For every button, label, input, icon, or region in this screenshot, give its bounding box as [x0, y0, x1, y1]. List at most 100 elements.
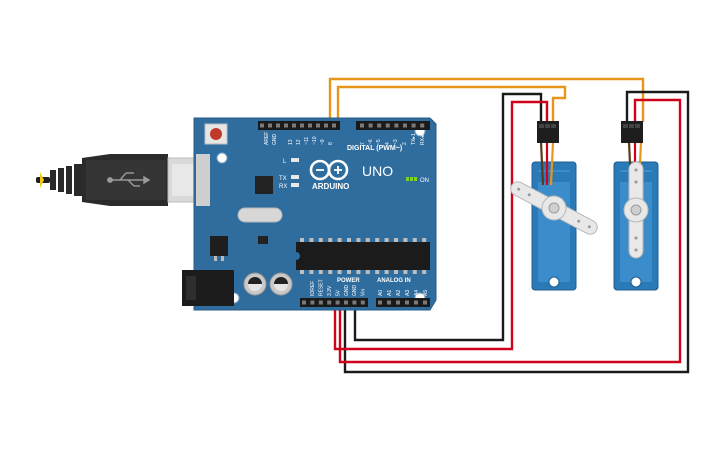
header-pin[interactable]: [310, 300, 315, 305]
header-pin[interactable]: [368, 123, 373, 128]
header-pin[interactable]: [411, 123, 416, 128]
voltage-regulator: [210, 236, 228, 256]
crystal-oscillator: [237, 207, 283, 223]
header-pin[interactable]: [420, 123, 425, 128]
ground-wire-servo-1[interactable]: [353, 92, 543, 342]
header-pin[interactable]: [268, 123, 272, 128]
pin-label: RESET: [319, 279, 325, 296]
header-pin[interactable]: [403, 123, 407, 128]
power-label: POWER: [337, 278, 360, 284]
header-pin[interactable]: [394, 123, 399, 128]
pin-label: IOREF: [310, 281, 316, 296]
header-pin[interactable]: [423, 300, 427, 305]
pin-label: Vin: [361, 289, 367, 296]
analog-label: ANALOG IN: [377, 278, 411, 284]
pin-label: TX▸1: [411, 133, 417, 145]
led-label-rx: RX: [279, 184, 287, 190]
capacitor: [243, 272, 267, 296]
header-pin[interactable]: [300, 123, 304, 128]
header-pin[interactable]: [414, 300, 418, 305]
servo-2[interactable]: [613, 121, 659, 291]
pin-label: 5V: [335, 289, 341, 296]
pin-label: 3.3V: [327, 285, 333, 296]
header-pin[interactable]: [292, 123, 296, 128]
pin-label: GND: [344, 285, 350, 297]
header-pin[interactable]: [308, 123, 312, 128]
pin-label: ~6: [368, 139, 374, 145]
pin-label: A5: [423, 290, 429, 296]
header-pin[interactable]: [377, 123, 382, 128]
pin-label: ~5: [376, 139, 382, 145]
header-pin[interactable]: [335, 300, 340, 305]
arduino-uno[interactable]: L TX RX ON ARDUINO UNO: [182, 117, 437, 311]
arduino-logo: [309, 159, 349, 181]
servo-1-connector[interactable]: [537, 121, 559, 143]
led-label-tx: TX: [279, 176, 287, 182]
pin-label: 7: [360, 142, 366, 145]
header-pin[interactable]: [352, 300, 357, 305]
header-pin[interactable]: [387, 300, 391, 305]
pin-label: A4: [414, 290, 420, 296]
pin-label: 4: [385, 142, 391, 145]
brand-label: ARDUINO: [312, 182, 349, 191]
header-pin[interactable]: [276, 123, 280, 128]
capacitor: [269, 272, 293, 296]
onboard-leds: L TX RX: [279, 158, 299, 190]
pin-label: ~3: [393, 139, 399, 145]
power-wire-servo-1[interactable]: [333, 100, 549, 351]
digital-header-label: DIGITAL (PWM~): [347, 145, 402, 152]
pin-label: RX◂0: [420, 133, 426, 145]
header-pin[interactable]: [302, 300, 306, 305]
servo-horn[interactable]: [623, 161, 649, 259]
model-label: UNO: [362, 163, 393, 179]
pin-label: GND: [272, 134, 278, 146]
servo-horn[interactable]: [506, 175, 602, 241]
pin-label: A2: [396, 290, 402, 296]
on-label: ON: [420, 178, 429, 184]
header-pin[interactable]: [284, 123, 288, 128]
pin-label: AREF: [264, 132, 270, 145]
header-pin[interactable]: [324, 123, 328, 128]
usb-port: [196, 154, 210, 206]
power-wire-servo-2[interactable]: [338, 98, 682, 364]
servo-2-connector[interactable]: [621, 121, 643, 143]
header-pin[interactable]: [385, 123, 390, 128]
pin-label: 2: [402, 142, 408, 145]
usb-symbol-icon: [107, 172, 151, 187]
pin-label: A3: [405, 290, 411, 296]
reset-button[interactable]: [204, 123, 228, 145]
pin-label: ~9: [320, 139, 326, 145]
header-pin[interactable]: [332, 123, 336, 128]
pin-label: 8: [328, 142, 334, 145]
header-pin[interactable]: [318, 300, 323, 305]
led-label-l: L: [283, 159, 287, 165]
servo-1[interactable]: [506, 121, 602, 291]
header-pin[interactable]: [378, 300, 382, 305]
usb-cable[interactable]: [36, 154, 207, 206]
header-pin[interactable]: [344, 300, 348, 305]
pin-label: A1: [387, 290, 393, 296]
usb-chip: [255, 176, 273, 194]
power-jack[interactable]: [182, 270, 234, 306]
microcontroller-chip: [296, 238, 430, 274]
header-pin[interactable]: [260, 123, 264, 128]
header-pin[interactable]: [360, 300, 365, 305]
header-pin[interactable]: [405, 300, 409, 305]
pin-label: A0: [378, 290, 384, 296]
header-pin[interactable]: [327, 300, 332, 305]
header-pin[interactable]: [396, 300, 400, 305]
pin-label: 13: [288, 139, 294, 145]
wires: [328, 77, 690, 374]
header-pin[interactable]: [316, 123, 320, 128]
ground-wire-servo-2[interactable]: [343, 90, 690, 374]
pin-label: GND: [352, 285, 358, 297]
pin-label: ~10: [312, 136, 318, 145]
pin-label: 12: [296, 139, 302, 145]
signal-wire-servo-1[interactable]: [336, 85, 567, 125]
pin-label: ~11: [304, 137, 310, 145]
header-pin[interactable]: [360, 123, 364, 128]
